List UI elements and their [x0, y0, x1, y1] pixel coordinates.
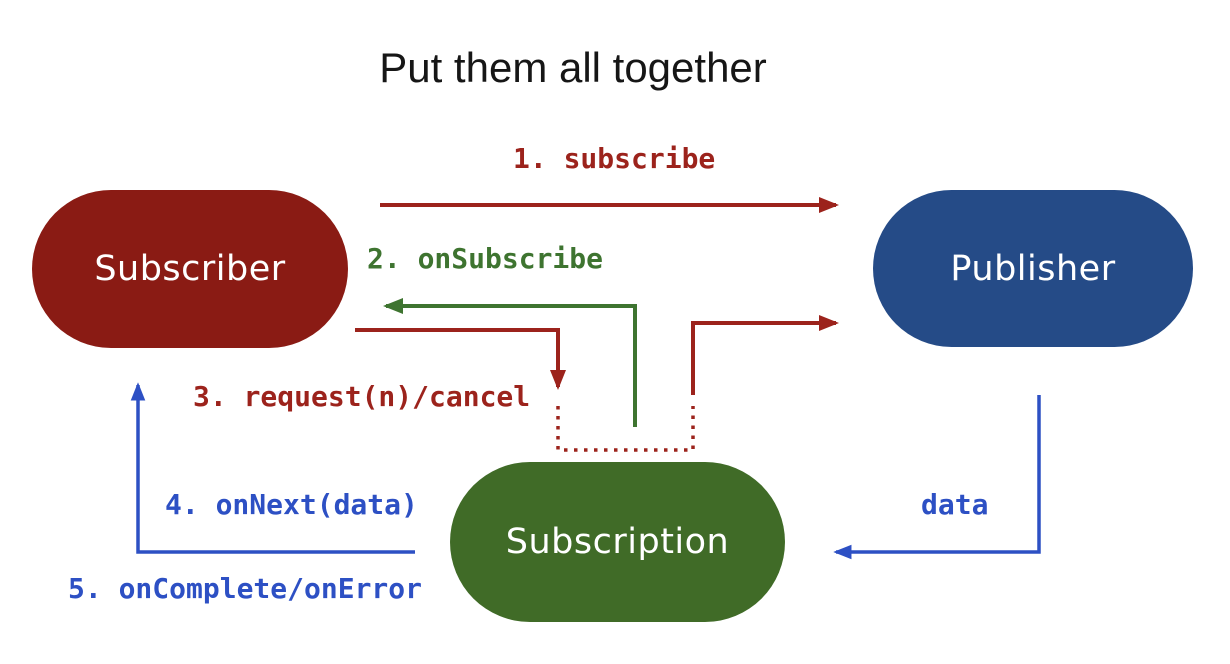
- edge-label-onnext: 4. onNext(data): [165, 488, 418, 521]
- publisher-node-label: Publisher: [950, 248, 1116, 289]
- edge-label-oncomplete-onerror: 5. onComplete/onError: [68, 572, 423, 605]
- edge-label-onsubscribe: 2. onSubscribe: [367, 242, 604, 275]
- edge-label-request-cancel: 3. request(n)/cancel: [193, 380, 531, 413]
- diagram-title: Put them all together: [379, 44, 767, 91]
- subscription-node: Subscription: [450, 462, 785, 622]
- edge-label-data: data: [921, 488, 989, 521]
- subscriber-node: Subscriber: [32, 190, 348, 348]
- edge-label-subscribe: 1. subscribe: [513, 142, 716, 175]
- subscription-to-publisher-arrow: [691, 315, 839, 395]
- subscription-dotted-link: [556, 406, 695, 452]
- publisher-node: Publisher: [873, 190, 1193, 347]
- subscription-node-label: Subscription: [505, 522, 730, 562]
- data-arrow: [833, 395, 1041, 560]
- onnext-oncomplete-arrow: [130, 382, 415, 554]
- subscriber-node-label: Subscriber: [94, 249, 286, 289]
- onsubscribe-arrow: [383, 298, 637, 427]
- request-cancel-arrow: [355, 328, 566, 390]
